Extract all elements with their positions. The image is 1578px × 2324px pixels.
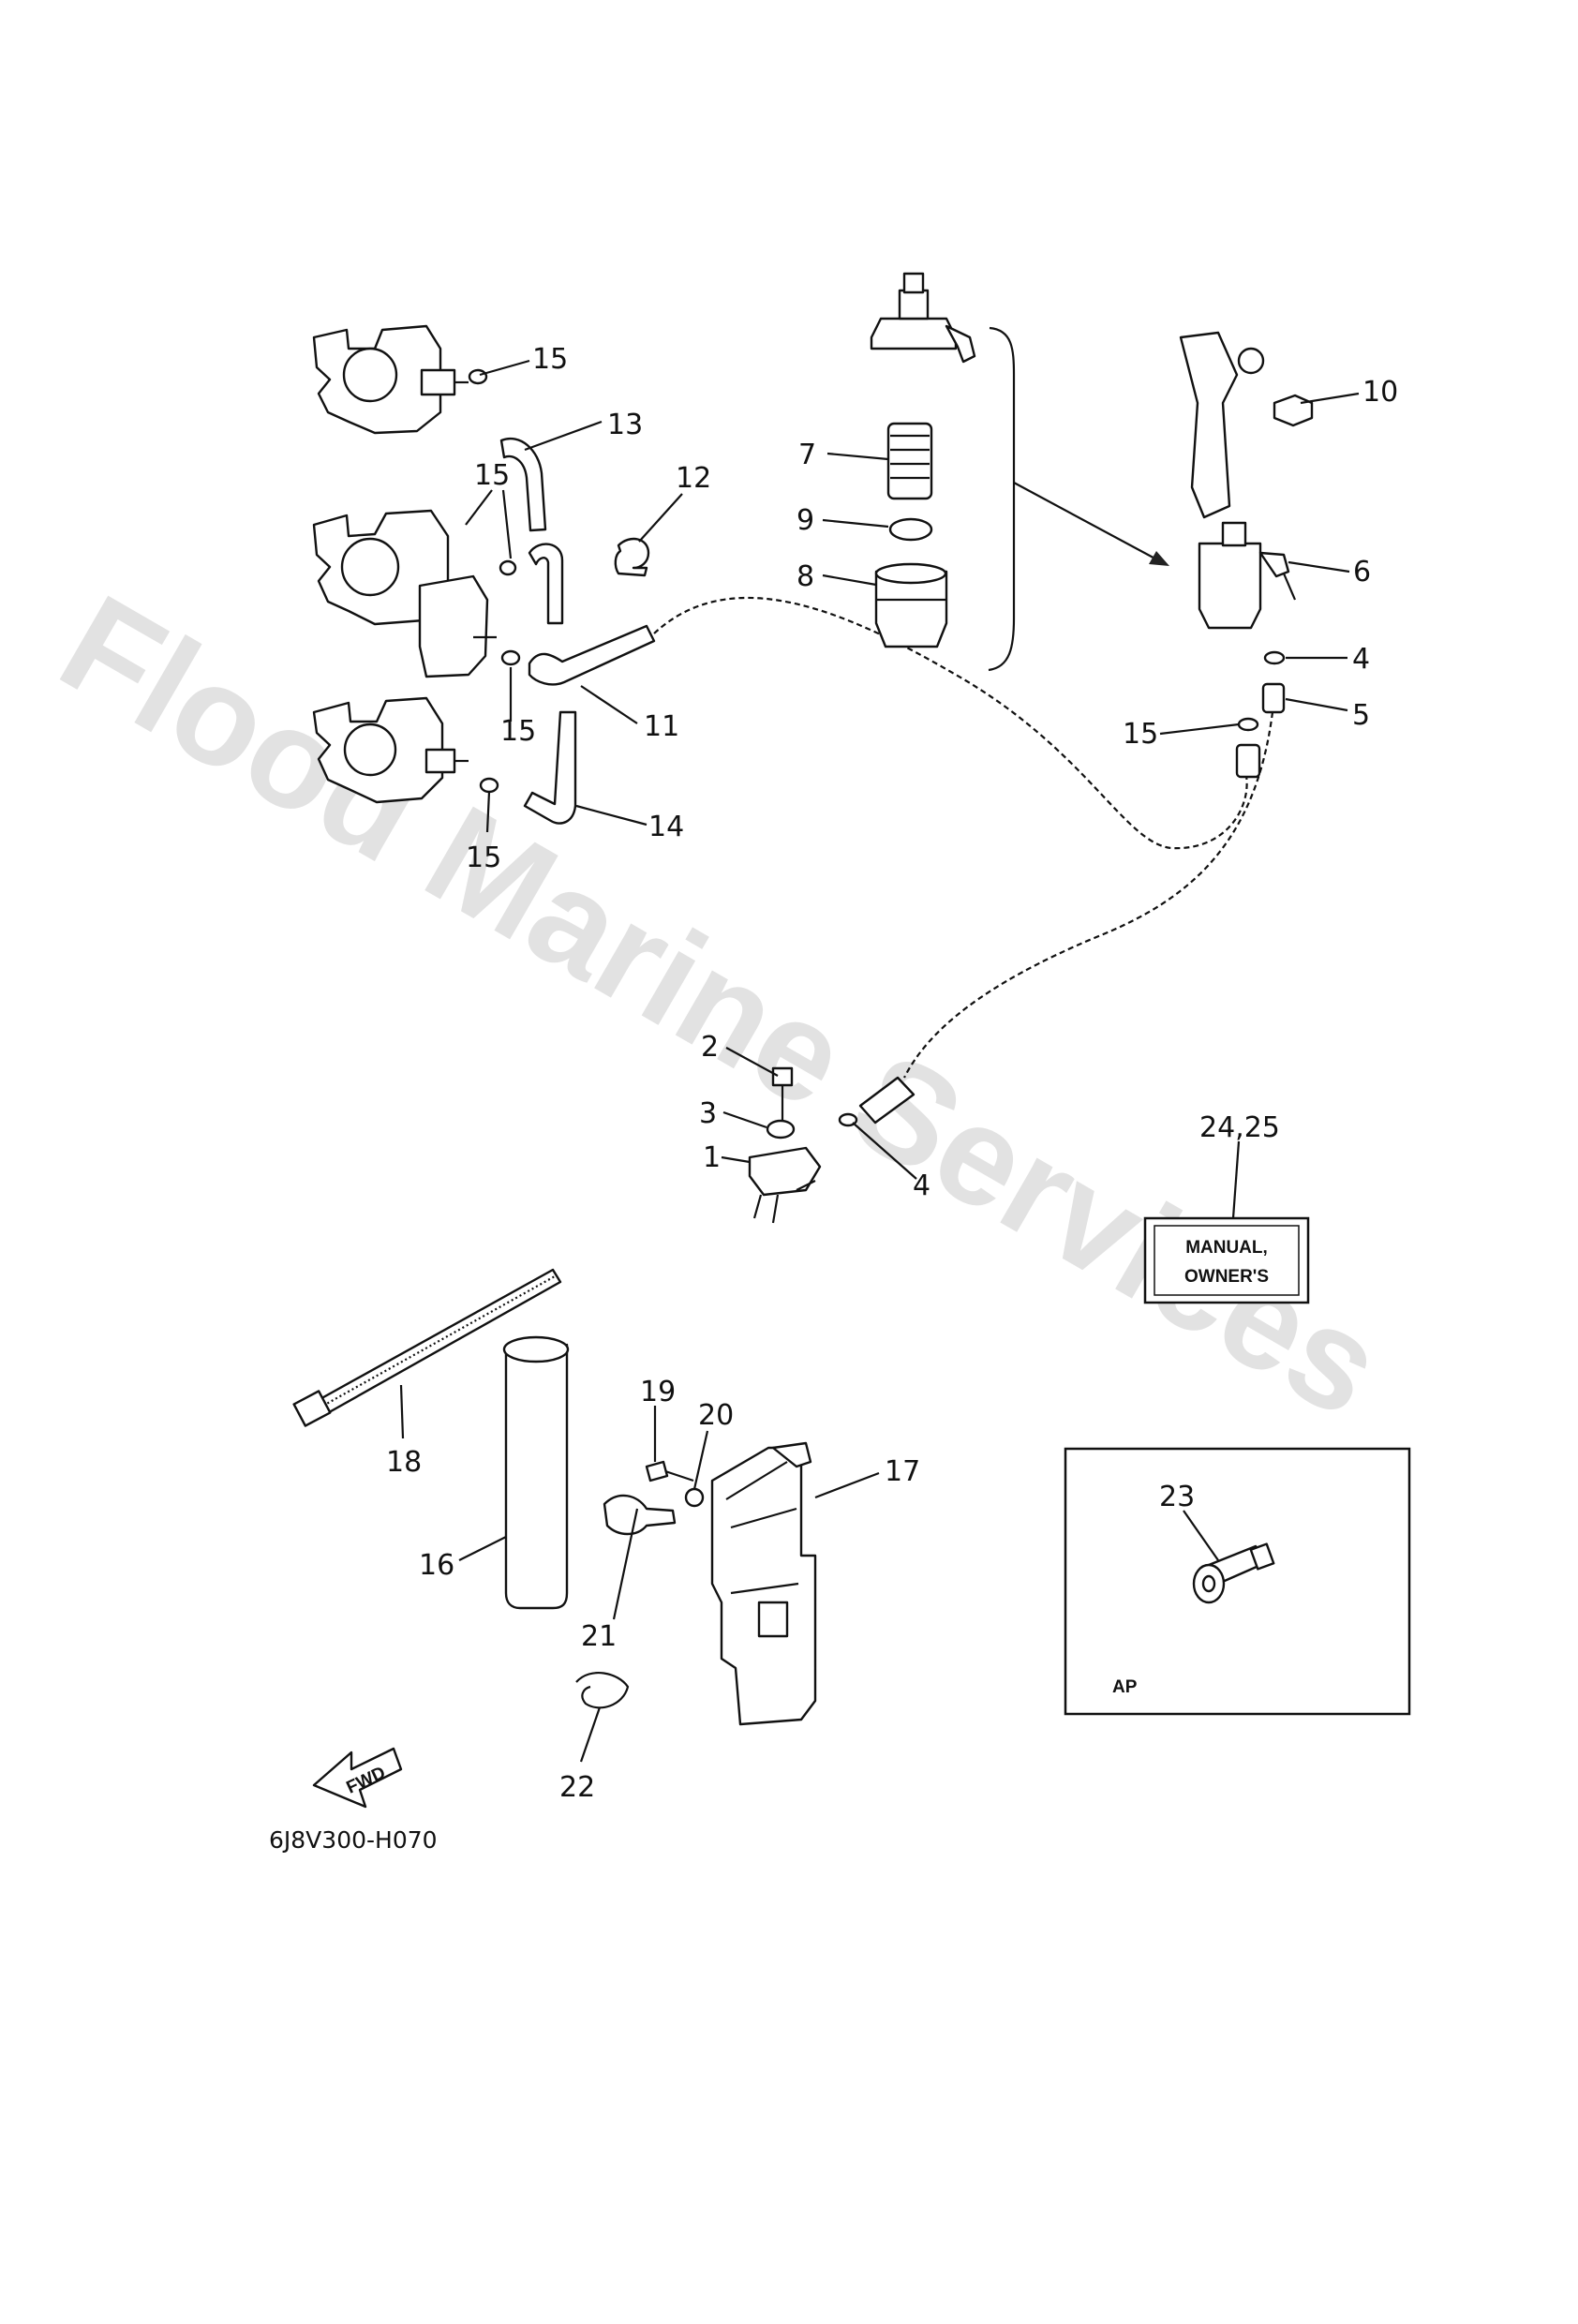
callout-15: 15	[474, 459, 510, 492]
bolt-2	[771, 1066, 794, 1120]
sleeve-16	[502, 1335, 570, 1610]
manual-label-line1: MANUAL,	[1185, 1238, 1268, 1258]
o-ring-9	[888, 517, 933, 542]
exploded-view-arrowhead	[1149, 551, 1169, 566]
ap-label: AP	[1112, 1677, 1138, 1697]
callout-2: 2	[701, 1031, 719, 1064]
clip-22	[575, 1672, 630, 1709]
callout-11: 11	[644, 710, 679, 743]
callout-8: 8	[796, 560, 814, 593]
callout-14: 14	[648, 811, 684, 843]
callout-15: 15	[500, 715, 536, 748]
callout-21: 21	[581, 1620, 617, 1653]
hose-13	[499, 438, 547, 532]
filter-element-7	[886, 422, 933, 500]
hose-11	[528, 624, 656, 686]
fuel-line-main	[903, 711, 1274, 1079]
ap-box: AP	[1064, 1447, 1411, 1716]
callout-19: 19	[640, 1376, 676, 1408]
callout-23: 23	[1159, 1481, 1195, 1513]
callout-9: 9	[796, 504, 814, 537]
leader-lines	[399, 359, 1360, 1763]
callout-16: 16	[419, 1549, 454, 1582]
carburetor-top	[312, 324, 469, 435]
filter-bracket	[1179, 331, 1265, 519]
callout-15: 15	[532, 343, 568, 376]
joint-lower-hose	[858, 1076, 916, 1125]
joint-5	[1261, 682, 1286, 714]
callout-4: 4	[913, 1169, 930, 1202]
callout-1: 1	[703, 1141, 721, 1174]
callout-13: 13	[607, 409, 643, 441]
manual-label-line2: OWNER'S	[1184, 1267, 1269, 1287]
bracket-17	[710, 1441, 817, 1726]
callout-12: 12	[676, 462, 711, 495]
hose-clamp-12	[614, 537, 650, 577]
hose-upper-connector	[528, 543, 564, 625]
exploded-view-bracket	[988, 326, 1016, 672]
callout-17: 17	[885, 1455, 920, 1488]
exploded-view-arrow	[1013, 482, 1163, 563]
clip-4-lower	[838, 1112, 858, 1127]
callout-20: 20	[698, 1399, 734, 1432]
callout-10: 10	[1362, 376, 1398, 409]
fwd-arrow-icon: FWD	[312, 1747, 403, 1809]
clip-4-upper	[1263, 650, 1286, 665]
washer-20	[684, 1487, 705, 1508]
owners-manual-box: MANUAL, OWNER'S	[1143, 1216, 1310, 1304]
cable-tie-18	[292, 1268, 562, 1427]
carburetor-bottom	[312, 696, 469, 804]
washer-3	[766, 1119, 796, 1140]
callout-22: 22	[559, 1771, 595, 1804]
drain-plug-23	[1192, 1542, 1275, 1604]
clip-15-group	[468, 368, 1259, 794]
fuel-filter-6	[1198, 521, 1297, 630]
valve-1	[748, 1146, 822, 1224]
joint-lower	[1235, 743, 1261, 779]
callout-15: 15	[1123, 718, 1158, 751]
nut-10	[1273, 394, 1314, 427]
hose-14	[523, 710, 577, 825]
carburetor-middle	[312, 509, 497, 678]
callout-6: 6	[1353, 556, 1371, 588]
callout-4: 4	[1352, 643, 1370, 676]
callout-18: 18	[386, 1446, 422, 1479]
callout-15: 15	[466, 842, 501, 874]
callout-5: 5	[1352, 699, 1370, 732]
diagram-code: 6J8V300-H070	[269, 1826, 438, 1854]
bolt-19	[645, 1460, 694, 1482]
fuel-line-11	[653, 596, 1248, 850]
filter-cap	[870, 272, 976, 364]
callout-7: 7	[798, 439, 816, 471]
filter-cup-8	[874, 562, 948, 648]
callout-3: 3	[699, 1097, 717, 1130]
watermark: Flood Marine Services	[37, 564, 1407, 1447]
clamp-21	[603, 1494, 677, 1536]
callout-labels: 15 13 15 12 7 9 8 10 6 4 5 15 15 11 14 1…	[386, 343, 1398, 1804]
callout-24-25: 24,25	[1199, 1111, 1280, 1144]
